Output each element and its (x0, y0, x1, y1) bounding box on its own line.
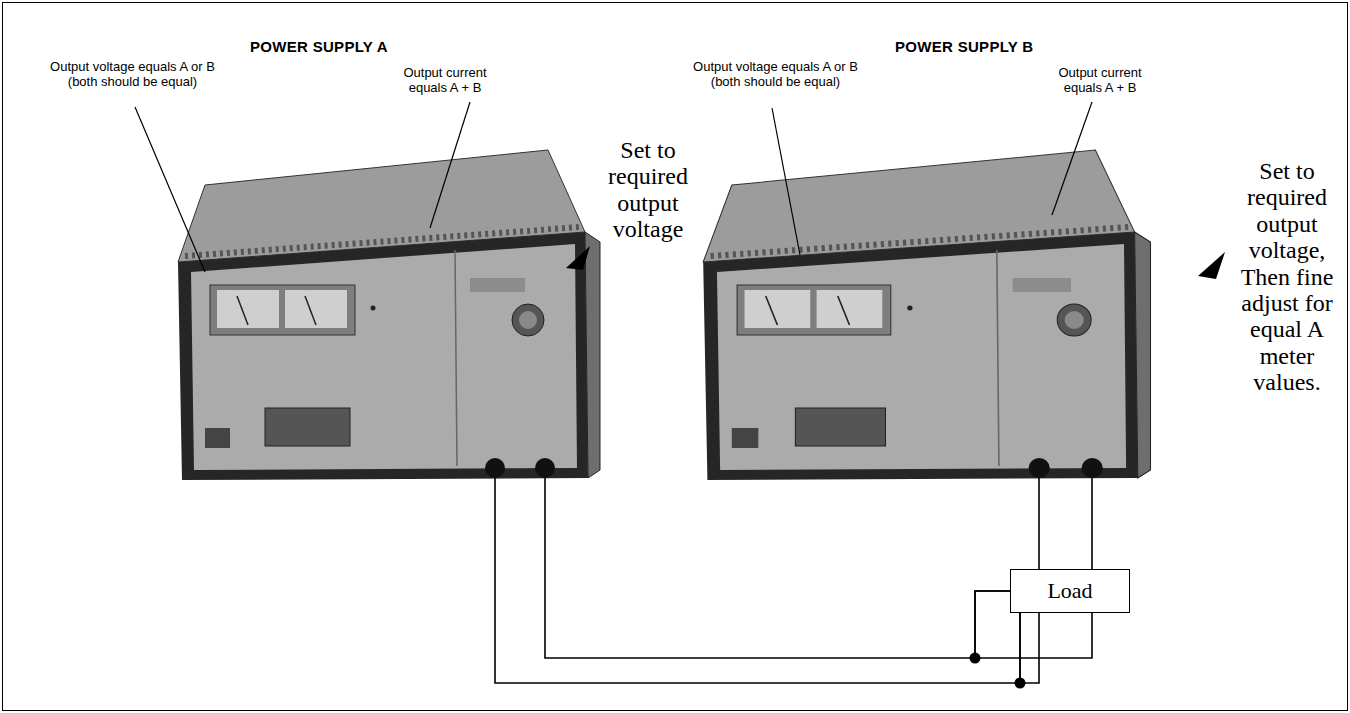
supply-heading: POWER SUPPLY B (895, 38, 1033, 55)
instruction-note: Set to required output voltage (598, 137, 698, 243)
junction-dot (1015, 678, 1026, 689)
leader-line (430, 102, 470, 228)
leader-line (772, 108, 800, 255)
load-box: Load (1010, 569, 1130, 613)
leader-line (135, 107, 205, 272)
power-supply-b-drawing (703, 150, 1150, 480)
callout-text: Output current equals A + B (395, 66, 495, 96)
load-label: Load (1047, 578, 1092, 604)
callout-text: Output current equals A + B (1050, 66, 1150, 96)
pointer-arrow (566, 246, 590, 270)
pointer-arrow (1198, 252, 1225, 279)
power-supply-a-drawing (178, 150, 600, 480)
leader-line (1052, 102, 1092, 215)
junction-dot (970, 653, 981, 664)
power-supply-a: POWER SUPPLY A (170, 35, 590, 478)
wire (545, 478, 1010, 658)
supply-heading: POWER SUPPLY A (250, 38, 388, 55)
instruction-note: Set to required output voltage, Then fin… (1232, 158, 1342, 396)
callout-text: Output voltage equals A or B (both shoul… (50, 60, 215, 90)
wire (975, 478, 1092, 658)
wire (495, 478, 1020, 683)
power-supply-b: POWER SUPPLY B (695, 35, 1140, 478)
callout-text: Output voltage equals A or B (both shoul… (693, 60, 858, 90)
